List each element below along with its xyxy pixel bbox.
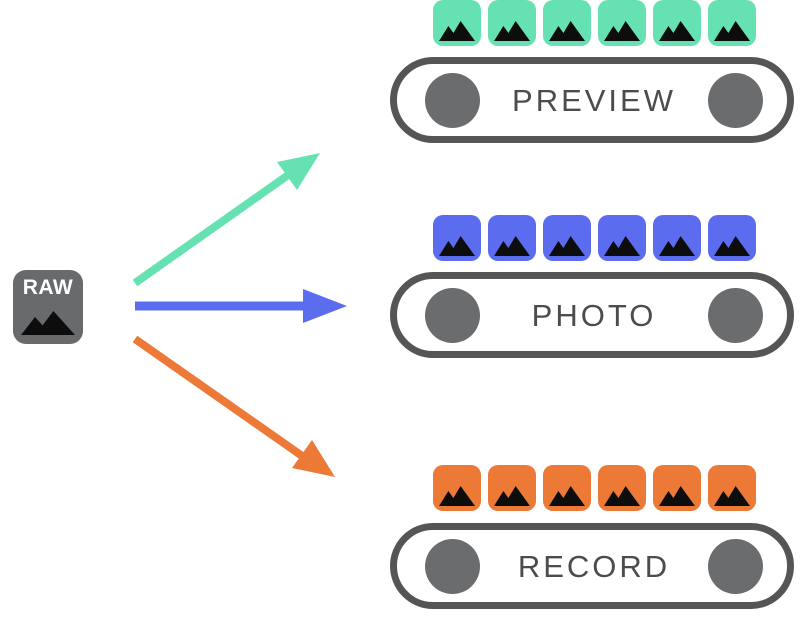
mountain-icon — [494, 236, 530, 256]
roller-icon — [708, 538, 763, 594]
mountain-icon — [604, 236, 640, 256]
mountain-icon — [21, 311, 75, 335]
arrow-to-preview — [132, 153, 320, 287]
mountain-icon — [714, 21, 750, 41]
mountain-icon — [439, 236, 475, 256]
preview-frame-strip — [433, 0, 756, 46]
record-frame-strip — [433, 465, 756, 511]
photo-pill-label: PHOTO — [531, 297, 657, 333]
record-frame-icon — [433, 465, 481, 511]
mountain-icon — [659, 236, 695, 256]
photo-pipeline-pill: PHOTO — [390, 272, 794, 358]
roller-icon — [708, 287, 763, 343]
preview-frame-icon — [488, 0, 536, 46]
mountain-icon — [714, 236, 750, 256]
mountain-icon — [494, 21, 530, 41]
mountain-icon — [439, 21, 475, 41]
arrow-to-photo — [135, 289, 347, 323]
roller-icon — [425, 287, 480, 343]
roller-icon — [425, 538, 480, 594]
arrow-to-record — [132, 335, 335, 477]
mountain-icon — [494, 486, 530, 506]
preview-frame-icon — [543, 0, 591, 46]
record-frame-icon — [543, 465, 591, 511]
photo-frame-icon — [598, 215, 646, 261]
record-frame-icon — [708, 465, 756, 511]
mountain-icon — [549, 236, 585, 256]
mountain-icon — [604, 21, 640, 41]
preview-frame-icon — [598, 0, 646, 46]
preview-frame-icon — [653, 0, 701, 46]
raw-label: RAW — [22, 276, 74, 299]
photo-frame-icon — [433, 215, 481, 261]
record-frame-icon — [653, 465, 701, 511]
mountain-icon — [659, 21, 695, 41]
mountain-icon — [659, 486, 695, 506]
mountain-icon — [549, 21, 585, 41]
roller-icon — [708, 72, 763, 128]
photo-frame-icon — [488, 215, 536, 261]
preview-pill-label: PREVIEW — [512, 82, 676, 118]
mountain-icon — [439, 486, 475, 506]
mountain-icon — [604, 486, 640, 506]
roller-icon — [425, 72, 480, 128]
photo-frame-icon — [708, 215, 756, 261]
record-frame-icon — [598, 465, 646, 511]
photo-frame-strip — [433, 215, 756, 261]
preview-frame-icon — [433, 0, 481, 46]
record-frame-icon — [488, 465, 536, 511]
mountain-icon — [714, 486, 750, 506]
mountain-icon — [549, 486, 585, 506]
photo-frame-icon — [543, 215, 591, 261]
preview-pipeline-pill: PREVIEW — [390, 57, 794, 143]
raw-source-node: RAW — [13, 270, 83, 344]
photo-frame-icon — [653, 215, 701, 261]
record-pipeline-pill: RECORD — [390, 523, 794, 609]
preview-frame-icon — [708, 0, 756, 46]
record-pill-label: RECORD — [517, 548, 671, 584]
